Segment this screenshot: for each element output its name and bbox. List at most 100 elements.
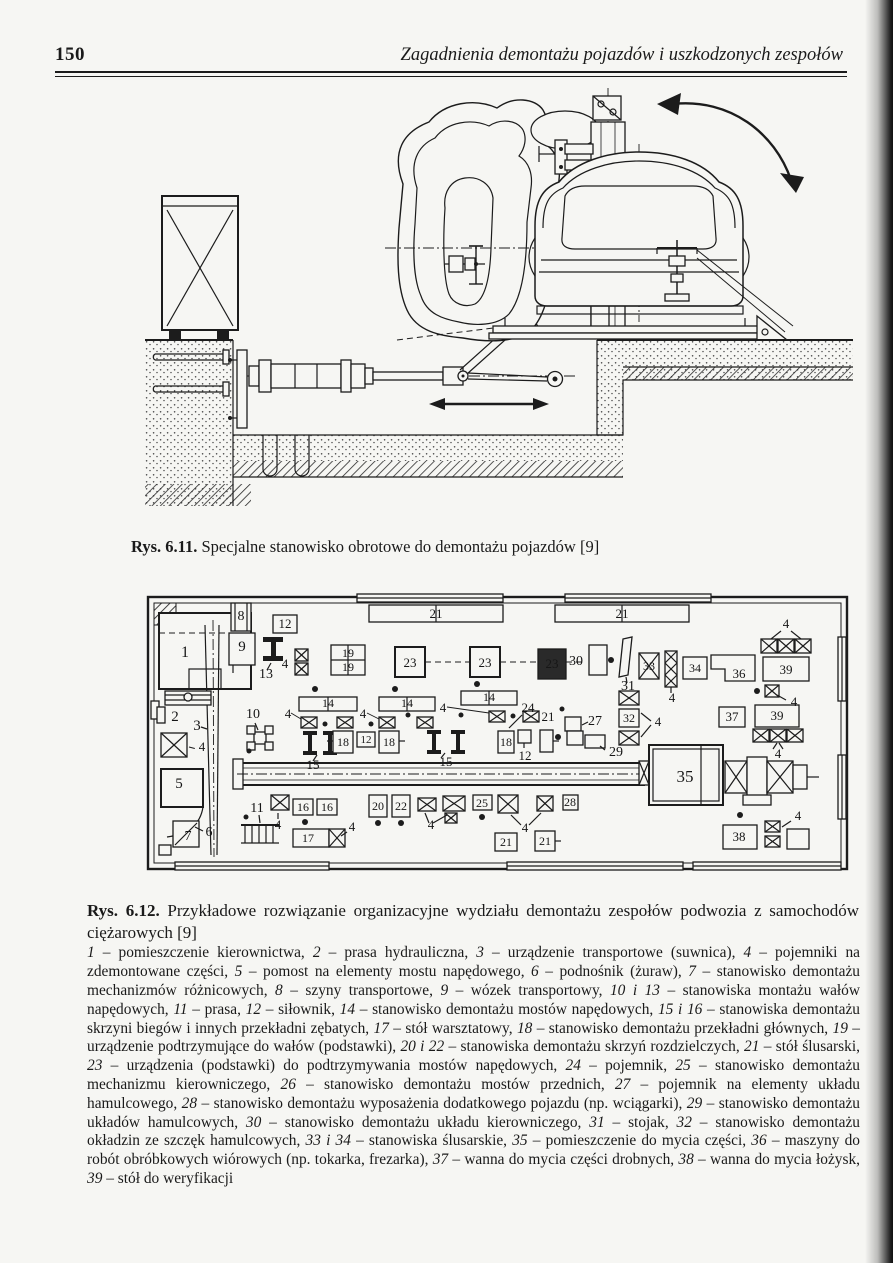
header-rule-thin <box>55 76 847 77</box>
plan-station-label: 13 <box>259 667 273 682</box>
left-bottom-area <box>156 690 279 856</box>
plan-station-label: 4 <box>655 714 662 729</box>
transport-rails <box>232 758 650 790</box>
plan-station-label: 16 <box>297 800 309 814</box>
plan-station-label: 21 <box>539 834 551 848</box>
plan-station-label: 17 <box>302 831 314 845</box>
plan-station-label: 23 <box>546 656 559 671</box>
gearbox-stands-15 <box>303 730 465 762</box>
plan-station-label: 21 <box>500 835 512 849</box>
bottom-row <box>270 794 810 852</box>
plan-station-label: 21 <box>430 606 443 621</box>
plan-station-label: 4 <box>428 817 435 832</box>
plan-station-label: 2 <box>171 709 179 725</box>
plan-station-label: 39 <box>771 708 784 723</box>
plan-station-label: 4 <box>199 739 206 754</box>
plan-station-label: 14 <box>322 696 334 710</box>
plan-station-label: 12 <box>361 734 372 746</box>
benches-21-top <box>368 604 690 623</box>
plan-station-label: 35 <box>677 767 694 786</box>
ground-and-pit <box>145 339 853 506</box>
container-4-pair <box>294 648 309 676</box>
plan-station-label: 18 <box>500 735 512 749</box>
figure-6-11-caption-text: Specjalne stanowisko obrotowe do demonta… <box>201 536 600 556</box>
window-strips <box>150 593 847 871</box>
plan-station-label: 7 <box>185 829 192 844</box>
trunk-fixture <box>656 240 794 333</box>
plan-station-label: 14 <box>483 690 495 704</box>
plan-walls <box>146 593 849 871</box>
plan-station-label: 36 <box>733 666 747 681</box>
scan-gutter <box>865 0 893 1263</box>
plan-station-label: 18 <box>337 735 349 749</box>
washing-room-35 <box>648 744 819 806</box>
plan-station-label: 20 <box>372 799 384 813</box>
rotation-arrow <box>657 93 804 193</box>
plan-station-label: 15 <box>307 757 320 772</box>
plan-station-label: 16 <box>321 800 333 814</box>
plan-station-label: 4 <box>669 690 676 705</box>
plan-station-label: 25 <box>476 796 488 810</box>
plan-station-label: 4 <box>282 656 289 671</box>
plan-station-label: 23 <box>404 655 417 670</box>
benches-14-row <box>298 681 540 729</box>
car-body-rear <box>528 144 794 333</box>
plan-station-label: 4 <box>522 820 529 835</box>
press-10 <box>246 722 274 751</box>
figure-6-11 <box>145 88 855 521</box>
plan-station-label: 37 <box>726 709 740 724</box>
plan-station-label: 31 <box>621 679 635 694</box>
plan-station-label: 33 <box>643 659 655 673</box>
plan-station-label: 19 <box>342 646 354 660</box>
plan-station-label: 15 <box>440 754 453 769</box>
plan-station-label: 18 <box>383 735 395 749</box>
control-cabinet <box>161 195 239 340</box>
plan-station-label: 4 <box>791 694 798 709</box>
plan-station-label: 10 <box>246 707 260 722</box>
crane-rails <box>200 619 220 858</box>
plan-station-label: 11 <box>250 801 263 816</box>
plan-station-label: 19 <box>342 660 354 674</box>
figure-6-11-caption: Rys. 6.11. Specjalne stanowisko obrotowe… <box>131 537 771 557</box>
plan-station-label: 6 <box>206 825 213 840</box>
figure2-legend: 1 – pomieszczenie kierownictwa, 2 – pras… <box>87 944 861 1187</box>
plan-station-label: 12 <box>519 748 532 763</box>
top-left-equipment <box>228 602 366 676</box>
plan-station-label: 4 <box>775 746 782 761</box>
containers-4-row-top <box>760 630 812 654</box>
platform <box>396 314 801 341</box>
page-number: 150 <box>55 44 85 65</box>
station-32 <box>618 690 652 746</box>
plan-station-label: 5 <box>175 776 183 792</box>
service-pipes <box>152 349 310 477</box>
plan-station-label: 34 <box>689 661 701 675</box>
plan-station-label: 12 <box>279 616 292 631</box>
plan-station-label: 24 <box>522 700 536 715</box>
plan-station-label: 14 <box>401 696 413 710</box>
figure-6-12-caption-text: Przykładowe rozwiązanie organizacyjne wy… <box>87 901 860 942</box>
plan-station-label: 3 <box>193 718 201 734</box>
plan-station-label: 4 <box>275 817 282 832</box>
plan-station-label: 4 <box>783 616 790 631</box>
figure-6-12-drawing: 1235678910111213141414151516161718181812… <box>146 593 849 871</box>
figure-6-11-caption-label: Rys. 6.11. <box>131 536 198 556</box>
header-rule-thick <box>55 71 847 73</box>
plan-station-label: 4 <box>440 700 447 715</box>
plan-station-label: 27 <box>588 714 602 729</box>
plan-station-label: 22 <box>395 799 407 813</box>
travel-arrow <box>429 398 549 410</box>
plan-station-label: 30 <box>569 654 583 669</box>
containers-4-row-bottom <box>752 728 804 750</box>
plan-station-label: 29 <box>609 745 623 760</box>
plan-station-label: 1 <box>181 644 189 661</box>
plan-station-label: 9 <box>238 639 246 655</box>
clamp-pin-detail <box>445 245 485 285</box>
right-top-equipment <box>394 630 812 750</box>
figure-6-12-caption: Rys. 6.12. Przykładowe rozwiązanie organ… <box>87 900 859 944</box>
mid-cluster <box>327 706 606 754</box>
plan-station-label: 39 <box>780 662 793 677</box>
plan-station-label: 21 <box>616 606 629 621</box>
